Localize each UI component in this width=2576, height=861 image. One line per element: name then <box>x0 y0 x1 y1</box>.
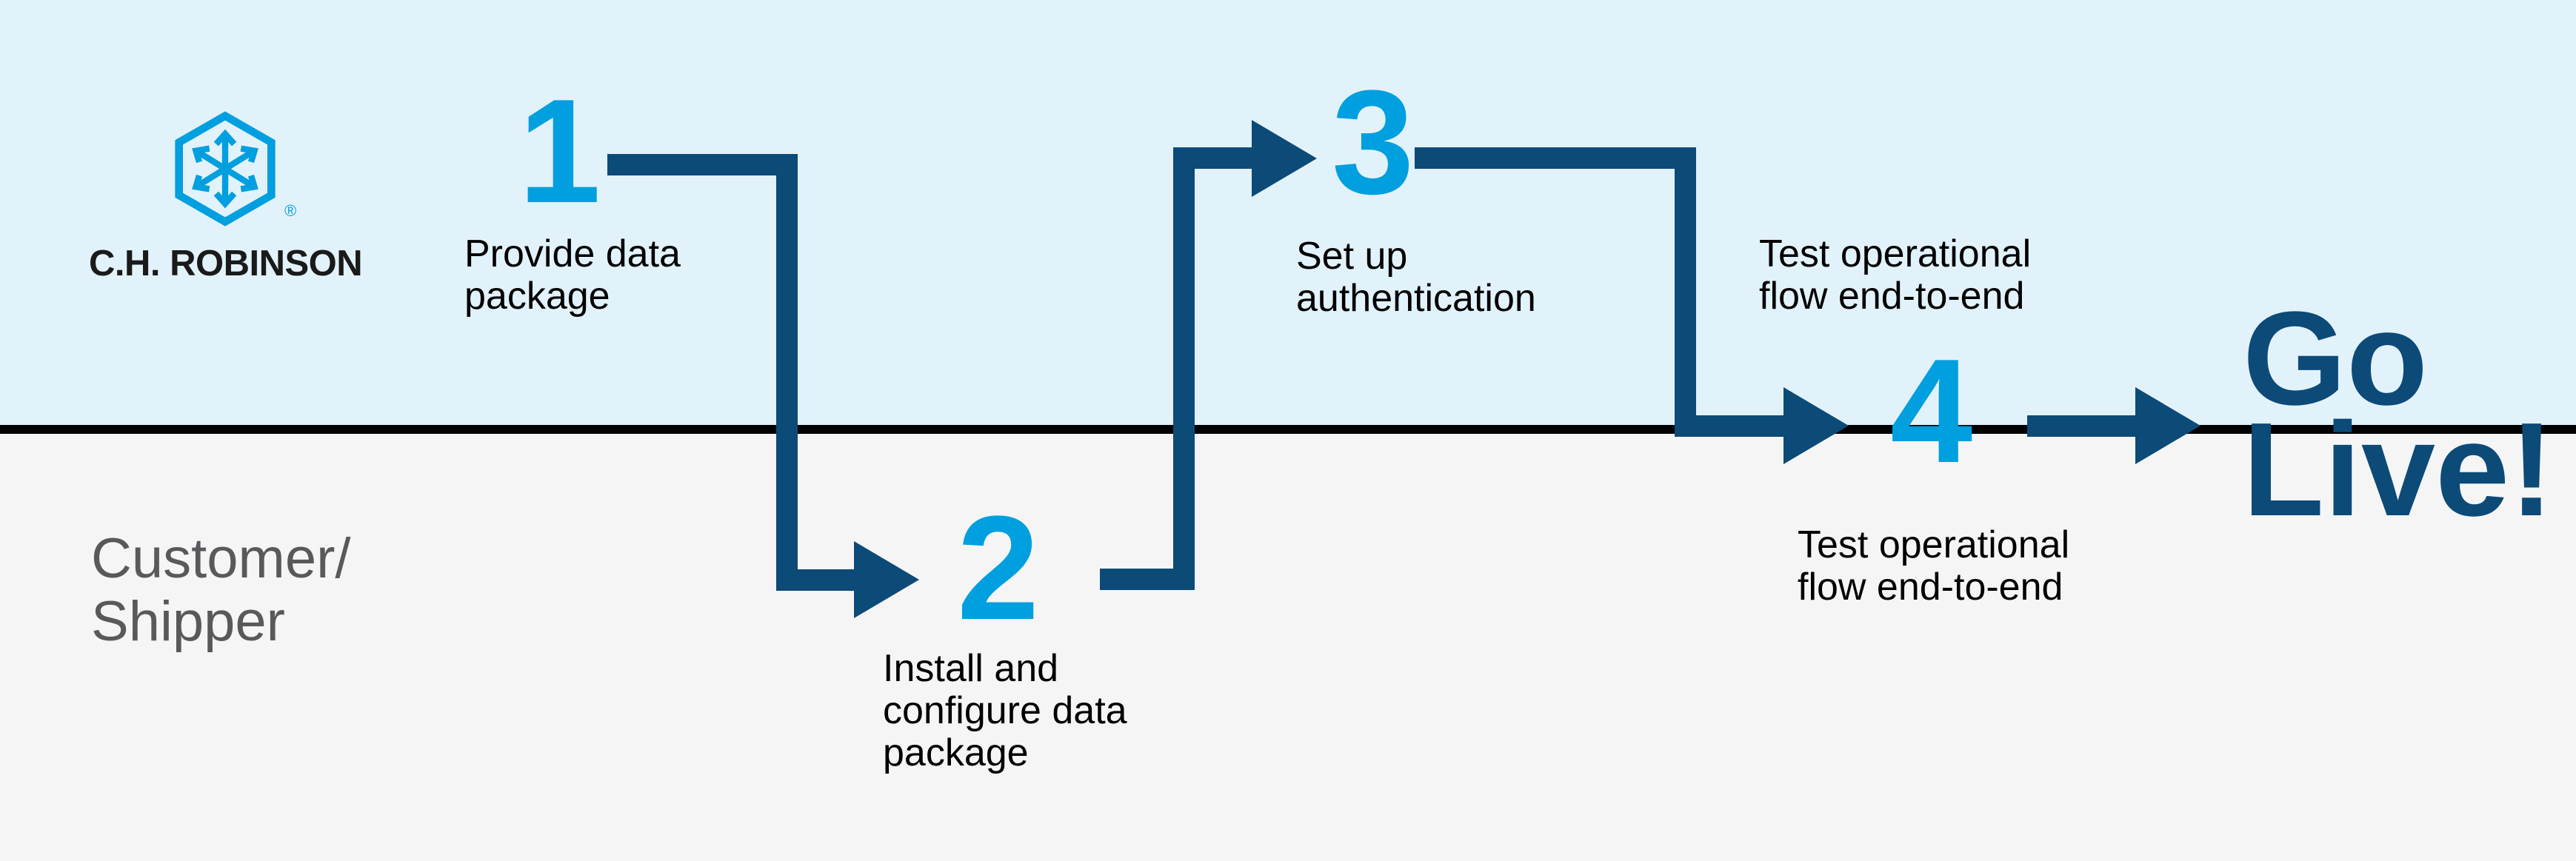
flow-arrow-3-segment <box>1415 147 1696 169</box>
chr-lane-background <box>0 0 2576 425</box>
step-4-label-below: Test operational flow end-to-end <box>1798 523 2070 609</box>
flow-arrow-1-segment <box>607 154 798 175</box>
step-2-label: Install and configure data package <box>883 647 1127 774</box>
flow-arrow-1-arrowhead-icon <box>854 541 919 618</box>
lane-divider-line <box>0 425 2576 434</box>
flow-arrow-2-segment <box>1173 148 1195 590</box>
step-2-number: 2 <box>957 486 1040 651</box>
flow-arrow-2-arrowhead-icon <box>1252 120 1317 197</box>
step-3-label: Set up authentication <box>1296 235 1536 320</box>
flow-arrow-3-segment <box>1675 147 1696 437</box>
flow-arrow-2-segment <box>1173 147 1252 169</box>
step-1-number: 1 <box>518 69 601 234</box>
step-4-label-above: Test operational flow end-to-end <box>1759 232 2032 318</box>
customer-lane-background <box>0 434 2576 861</box>
flow-arrow-3-arrowhead-icon <box>1783 387 1849 464</box>
customer-shipper-lane-label: Customer/ Shipper <box>91 527 351 653</box>
flow-arrow-1-segment <box>776 154 798 591</box>
flow-arrow-3-segment <box>1675 415 1783 437</box>
step-4-number: 4 <box>1890 329 1973 494</box>
flow-arrow-4-arrowhead-icon <box>2135 387 2200 464</box>
hexagon-cube-arrows-icon <box>175 111 276 227</box>
flow-arrow-4-segment <box>2027 415 2135 437</box>
step-3-number: 3 <box>1332 60 1415 225</box>
registered-trademark-mark: ® <box>284 201 297 220</box>
chr-logo-wordmark: C.H. ROBINSON <box>89 244 363 284</box>
flow-arrow-1-segment <box>776 569 854 591</box>
chr-logo: ® C.H. ROBINSON <box>89 96 385 311</box>
go-live-text: Go Live! <box>2243 284 2555 544</box>
step-1-label: Provide data package <box>464 232 681 318</box>
